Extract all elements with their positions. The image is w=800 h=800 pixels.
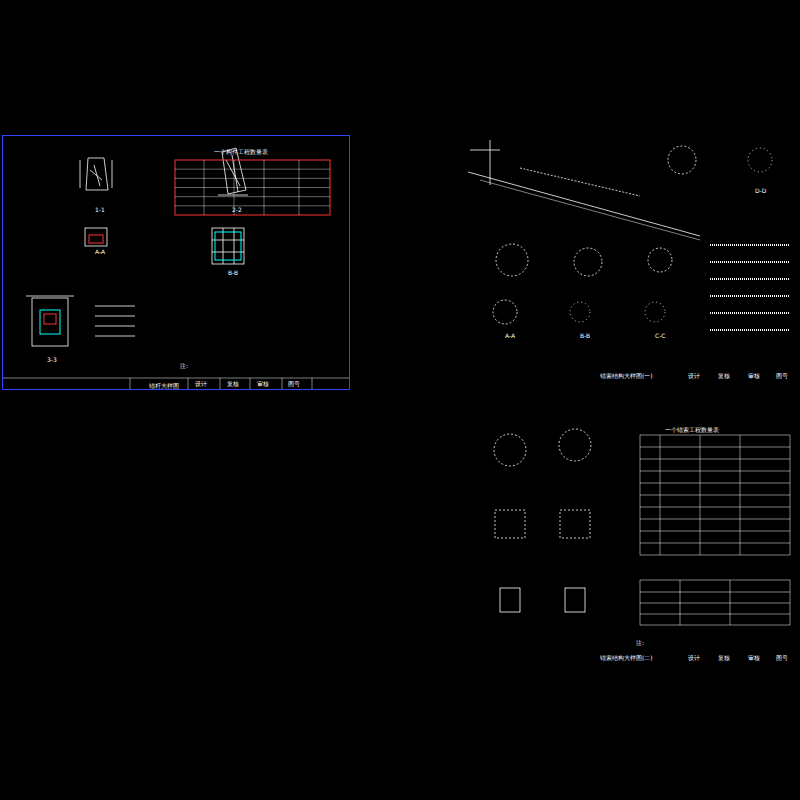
drawing-label: 注: — [636, 640, 644, 646]
drawing-label: 注: — [180, 363, 188, 369]
drawing-label: 3-3 — [47, 357, 57, 363]
drawing-label: 图号 — [776, 373, 788, 379]
quantity-table: 一个构件工程数量表 — [174, 149, 331, 217]
drawing-label: B-B — [228, 270, 238, 276]
drawing-label: 图号 — [776, 655, 788, 661]
drawing-label: 图号 — [288, 381, 300, 387]
drawing-label: B-B — [580, 333, 590, 339]
table-title: 一个构件工程数量表 — [214, 149, 268, 155]
drawing-label: 设计 — [688, 373, 700, 379]
sheet-title: 锚杆大样图 — [149, 383, 179, 389]
drawing-label: 锚索结构大样图(二) — [600, 655, 653, 661]
drawing-label: D-D — [755, 188, 766, 194]
drawing-label: 锚索结构大样图(一) — [600, 373, 653, 379]
drawing-label: 复核 — [718, 655, 730, 661]
drawing-frame: 锚杆大样图 一个构件工程数量表 — [2, 135, 350, 390]
drawing-label: 1-1 — [95, 207, 105, 213]
drawing-label: 审核 — [257, 381, 269, 387]
drawing-label: A-A — [505, 333, 515, 339]
drawing-label: C-C — [655, 333, 666, 339]
table-grid — [174, 159, 331, 217]
drawing-label: A-A — [95, 249, 105, 255]
drawing-label: 复核 — [718, 373, 730, 379]
drawing-label: 复核 — [227, 381, 239, 387]
drawing-label: 一个锚索工程数量表 — [665, 427, 719, 433]
drawing-label: 审核 — [748, 655, 760, 661]
drawing-label: 设计 — [195, 381, 207, 387]
drawing-label: 2-2 — [232, 207, 242, 213]
drawing-label: 设计 — [688, 655, 700, 661]
drawing-label: 审核 — [748, 373, 760, 379]
